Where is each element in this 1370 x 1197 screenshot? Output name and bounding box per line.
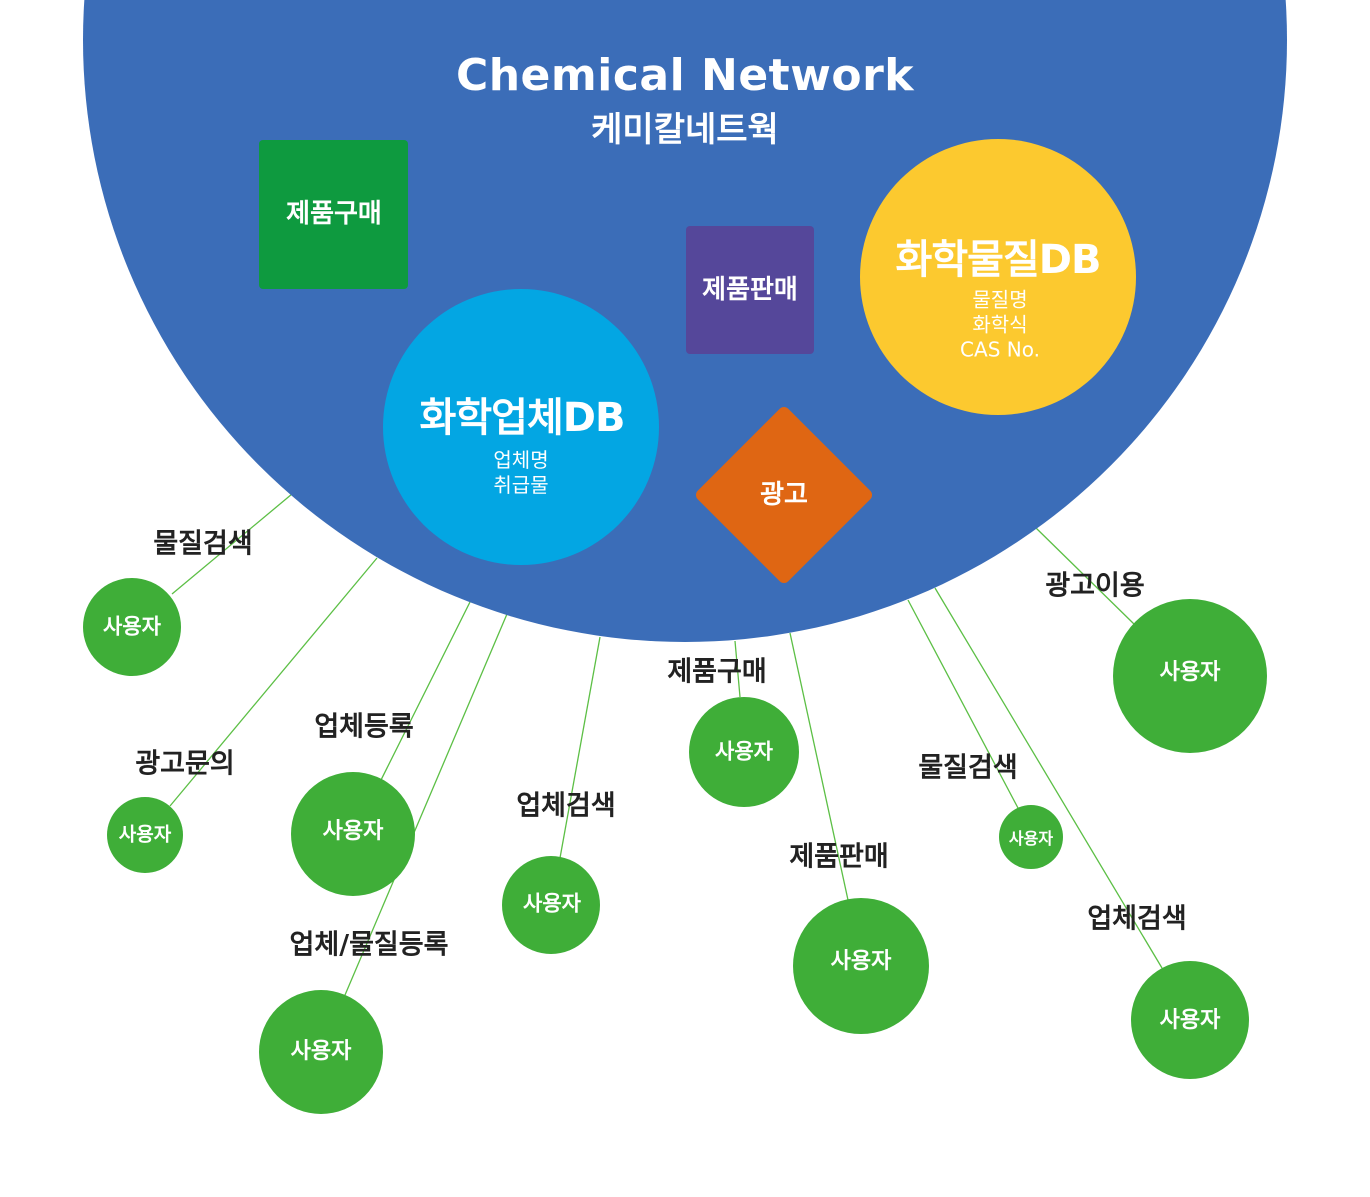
user-action-label: 물질검색 (153, 528, 253, 560)
user-label: 사용자 (103, 614, 161, 639)
user-node (83, 578, 181, 676)
user-node (107, 797, 183, 873)
user-action-label: 업체검색 (1087, 903, 1187, 935)
product-buy-label: 제품구매 (286, 199, 382, 229)
substance-db-circle (860, 139, 1136, 415)
user-action-label: 업체등록 (314, 711, 414, 743)
company-db-title: 화학업체DB (419, 395, 626, 441)
company-db-fields: 업체명 취급물 (493, 448, 548, 498)
connection-lines (169, 493, 1163, 996)
user-action-label: 제품판매 (789, 841, 889, 873)
user-label: 사용자 (1159, 660, 1221, 685)
connection-line (559, 636, 601, 859)
user-action-label: 업체/물질등록 (289, 929, 449, 961)
user-action-label: 물질검색 (918, 752, 1018, 784)
ad-label: 광고 (760, 480, 808, 510)
connection-line (1034, 526, 1136, 626)
user-node (291, 772, 415, 896)
product-sell-box (686, 226, 814, 354)
user-action-label: 업체검색 (516, 790, 616, 822)
user-node (502, 856, 600, 954)
user-label: 사용자 (1159, 1008, 1221, 1033)
connection-line (789, 632, 849, 901)
substance-db-fields: 물질명 화학식 CAS No. (960, 288, 1040, 363)
user-label: 사용자 (523, 891, 581, 916)
user-action-label: 광고문의 (135, 748, 235, 780)
company-db-circle (383, 289, 659, 565)
company-db-field: 업체명 (493, 448, 549, 472)
hub-title-en: Chemical Network (455, 50, 915, 101)
user-label: 사용자 (118, 823, 172, 846)
company-db-field: 취급물 (493, 473, 549, 497)
substance-db-title: 화학물질DB (895, 237, 1102, 283)
hub-title-ko: 케미칼네트웍 (591, 110, 779, 150)
user-label: 사용자 (290, 1039, 352, 1064)
user-node (793, 898, 929, 1034)
user-label: 사용자 (322, 819, 384, 844)
user-label: 사용자 (830, 949, 892, 974)
connection-line (169, 557, 378, 807)
connection-line (734, 640, 741, 698)
user-node (689, 697, 799, 807)
user-action-label: 광고이용 (1045, 570, 1145, 602)
user-node (1113, 599, 1267, 753)
connection-line (379, 601, 471, 783)
user-label: 사용자 (715, 739, 773, 764)
substance-db-field: CAS No. (960, 337, 1040, 362)
product-buy-box (259, 140, 408, 289)
user-node (999, 805, 1063, 869)
ad-diamond (695, 406, 873, 584)
connection-line (934, 587, 1163, 969)
connection-line (344, 613, 508, 996)
user-node (259, 990, 383, 1114)
product-sell-label: 제품판매 (702, 275, 798, 305)
user-nodes (83, 578, 1267, 1114)
user-label: 사용자 (1008, 829, 1054, 848)
user-action-label: 제품구매 (667, 656, 767, 688)
substance-db-field: 화학식 (972, 312, 1028, 337)
substance-db-field: 물질명 (972, 287, 1028, 312)
connection-line (907, 599, 1019, 809)
connection-line (171, 493, 293, 595)
user-node (1131, 961, 1249, 1079)
